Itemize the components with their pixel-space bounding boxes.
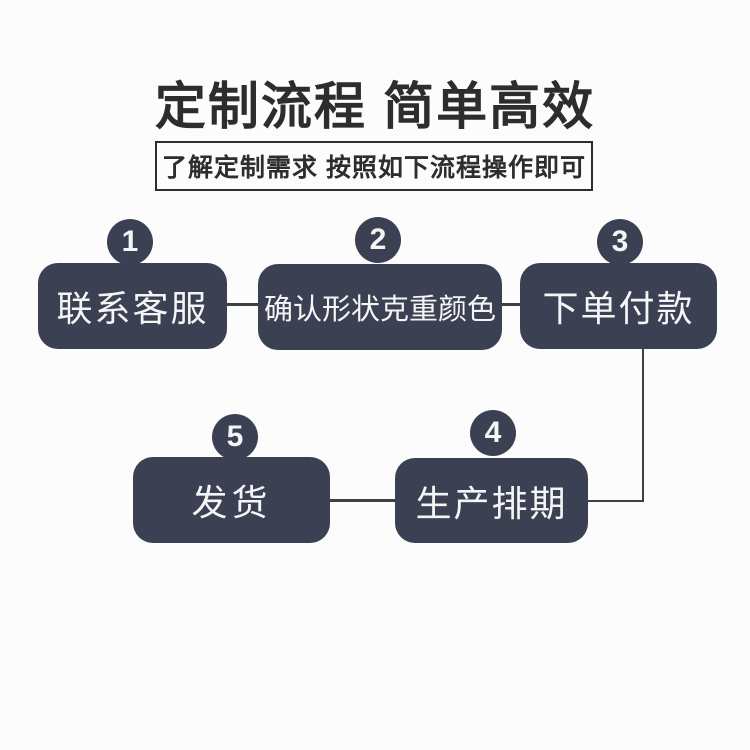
- connector-step1-step2: [227, 303, 258, 306]
- connector-step3-step4: [588, 500, 644, 502]
- page-title: 定制流程 简单高效: [154, 78, 596, 135]
- subtitle-box: 了解定制需求 按照如下流程操作即可: [155, 141, 593, 191]
- step-2-number-badge: 2: [355, 217, 401, 263]
- step-5-box-shipping: 发货: [133, 457, 330, 543]
- connector-step3-vertical: [642, 349, 644, 502]
- step-3-number-badge: 3: [597, 219, 643, 265]
- step-4-number-badge: 4: [470, 410, 516, 456]
- step-3-box-order-payment: 下单付款: [520, 263, 717, 349]
- step-1-box-contact-service: 联系客服: [38, 263, 227, 349]
- step-1-number-badge: 1: [107, 219, 153, 265]
- subtitle-text: 了解定制需求 按照如下流程操作即可: [162, 154, 586, 182]
- step-5-number-badge: 5: [212, 414, 258, 460]
- connector-step2-step3: [502, 303, 520, 306]
- step-4-box-production-schedule: 生产排期: [395, 458, 588, 543]
- connector-step4-step5: [330, 499, 395, 502]
- step-2-box-confirm-specs: 确认形状克重颜色: [258, 264, 502, 350]
